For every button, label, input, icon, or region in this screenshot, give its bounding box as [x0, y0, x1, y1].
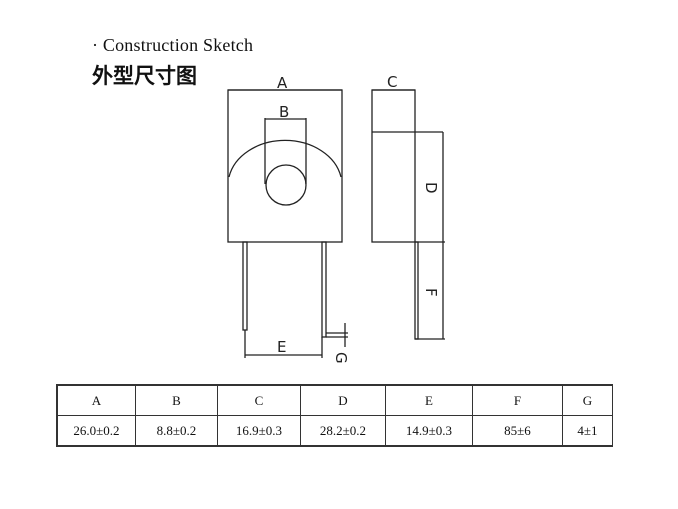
side-body	[371, 89, 416, 243]
title-text: Construction Sketch	[102, 35, 254, 55]
right-pin	[321, 241, 327, 338]
table-row: 26.0±0.2 8.8±0.2 16.9±0.3 28.2±0.2 14.9±…	[56, 415, 613, 447]
label-g: G	[332, 352, 350, 364]
header-cell: E	[385, 384, 473, 416]
label-d: D	[422, 182, 440, 194]
label-e: E	[277, 338, 286, 356]
header-cell: C	[217, 384, 301, 416]
front-arc	[228, 139, 342, 178]
value-cell: 8.8±0.2	[135, 415, 218, 447]
side-pin	[414, 241, 419, 340]
label-c: C	[387, 73, 397, 91]
left-pin	[242, 241, 248, 331]
value-cell: 85±6	[472, 415, 563, 447]
header-cell: G	[562, 384, 613, 416]
dimension-table: A B C D E F G 26.0±0.2 8.8±0.2 16.9±0.3 …	[56, 384, 613, 447]
core-hole	[265, 164, 307, 206]
value-cell: 16.9±0.3	[217, 415, 301, 447]
label-a: A	[277, 74, 288, 92]
label-b: B	[279, 103, 289, 121]
header-cell: F	[472, 384, 563, 416]
sketch-title: · Construction Sketch	[92, 35, 254, 55]
header-cell: B	[135, 384, 218, 416]
sketch-subtitle: 外型尺寸图	[92, 64, 197, 88]
header-cell: A	[56, 384, 136, 416]
value-cell: 14.9±0.3	[385, 415, 473, 447]
header-cell: D	[300, 384, 386, 416]
value-cell: 26.0±0.2	[56, 415, 136, 447]
table-header-row: A B C D E F G	[56, 384, 613, 416]
label-f: F	[422, 288, 440, 297]
value-cell: 28.2±0.2	[300, 415, 386, 447]
value-cell: 4±1	[562, 415, 613, 447]
